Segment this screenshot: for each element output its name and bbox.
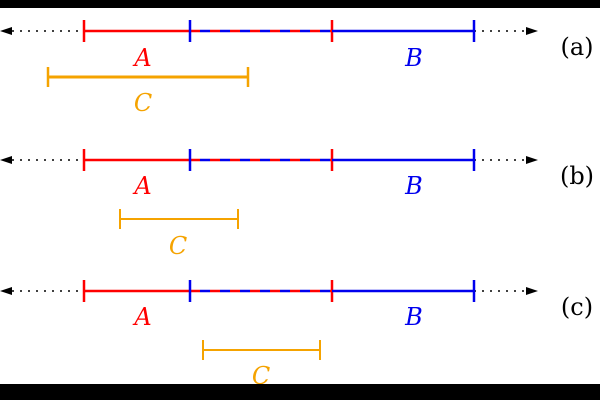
interval-a-b: A (82, 149, 334, 200)
panel-a: A B C (a) (0, 20, 594, 117)
panel-b: A B C (b) (0, 149, 594, 260)
interval-c-a: C (46, 67, 250, 117)
left-arrow-icon (0, 27, 12, 35)
interval-b-c: B (188, 280, 476, 331)
number-line-b (0, 156, 538, 164)
left-arrow-icon (0, 156, 12, 164)
panel-c: A B C (c) (0, 280, 593, 390)
interval-a-c: A (82, 280, 334, 331)
canvas-background (0, 8, 600, 384)
interval-a-label: A (132, 44, 151, 72)
interval-a-a: A (82, 20, 334, 72)
panel-label-b: (b) (560, 162, 594, 190)
panel-label-a: (a) (560, 33, 593, 61)
right-arrow-icon (526, 27, 538, 35)
interval-a-label: A (132, 303, 151, 331)
interval-b-label: B (404, 303, 423, 331)
interval-c-b: C (119, 209, 239, 260)
interval-b-label: B (404, 172, 423, 200)
interval-b-a: B (188, 20, 476, 72)
right-arrow-icon (526, 156, 538, 164)
interval-c-label: C (134, 89, 152, 117)
interval-c-c: C (202, 340, 321, 390)
interval-c-label: C (169, 232, 187, 260)
interval-c-label: C (252, 362, 270, 390)
interval-b-b: B (188, 149, 476, 200)
number-line-a (0, 27, 538, 35)
interval-a-label: A (132, 172, 151, 200)
left-arrow-icon (0, 287, 12, 295)
interval-b-label: B (404, 44, 423, 72)
right-arrow-icon (526, 287, 538, 295)
panel-label-c: (c) (561, 293, 593, 321)
bottom-frame-band (0, 384, 600, 400)
number-line-c (0, 287, 538, 295)
